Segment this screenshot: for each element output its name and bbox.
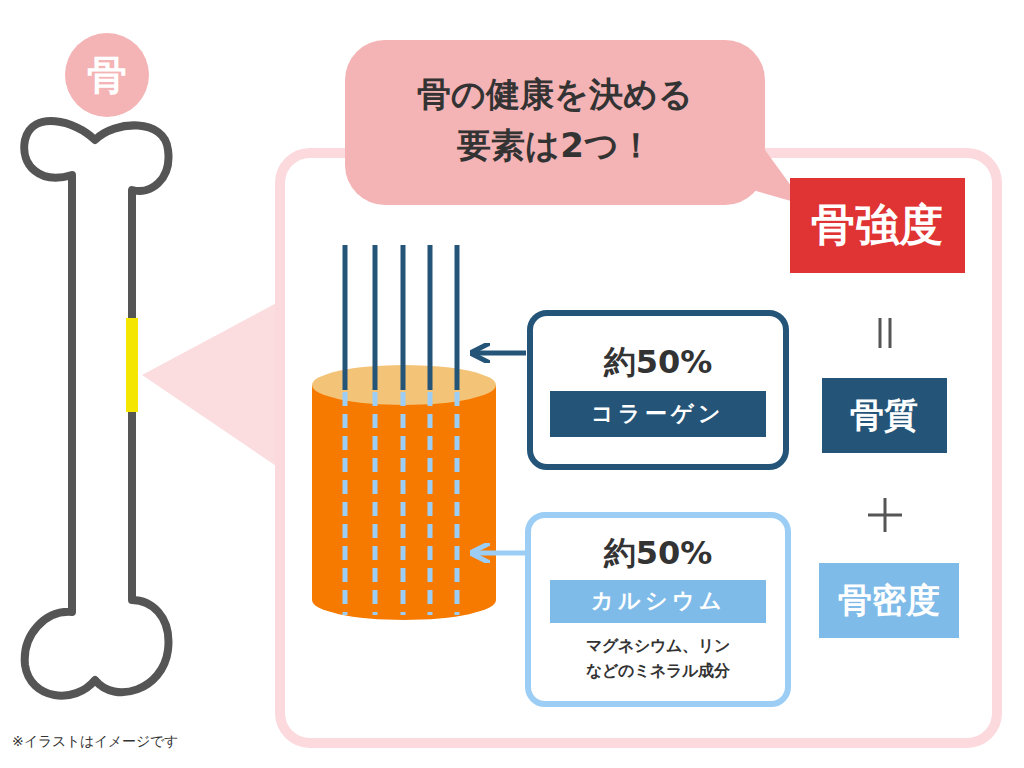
collagen-box: 約50% コラーゲン	[527, 310, 789, 470]
strength-box: 骨強度	[790, 178, 965, 273]
mineral-fibre	[428, 392, 433, 615]
box-text: 骨密度	[838, 580, 940, 621]
mineral-fibre	[373, 392, 378, 615]
bone-title: 骨	[72, 40, 142, 110]
box-text: 骨強度	[811, 199, 943, 252]
speech-heading: 骨の健康を決める 要素は2つ！	[365, 50, 745, 190]
collagen-fibre	[373, 245, 378, 390]
box-text: 約50%	[604, 343, 713, 381]
mineral-box: 約50% カルシウムマグネシウム、リン などのミネラル成分	[525, 512, 791, 707]
bone-cylinder	[312, 245, 496, 620]
leader-arrow	[474, 551, 526, 556]
box-text: 約50%	[604, 534, 713, 572]
speech-bubble	[345, 40, 765, 205]
panel-frame	[280, 153, 997, 743]
bone-outline	[24, 121, 168, 696]
collagen-fibre	[455, 245, 460, 390]
box-text: マグネシウム、リン などのミネラル成分	[547, 633, 769, 684]
collagen-fibre	[401, 245, 406, 390]
collagen-fibre	[428, 245, 433, 390]
box-text: コラーゲン	[550, 391, 766, 437]
box-text: 骨の健康を決める 要素は2つ！	[390, 69, 720, 171]
box-text: 骨	[87, 51, 127, 99]
collagen-fibre	[343, 245, 348, 390]
mineral-fibre	[401, 392, 406, 615]
equals-symbol	[879, 318, 882, 348]
bone-highlight	[126, 318, 138, 412]
leader-arrow	[474, 351, 526, 356]
box-text: 骨質	[850, 395, 918, 436]
bone-circle	[65, 33, 149, 117]
density-box: 骨密度	[819, 563, 959, 638]
callout-wedge	[142, 300, 282, 470]
mineral-fibre	[343, 392, 348, 615]
mineral-fibre	[455, 392, 460, 615]
quality-box: 骨質	[822, 378, 947, 453]
plus-symbol	[884, 498, 887, 532]
box-text: カルシウム	[550, 580, 766, 622]
footnote: ※イラストはイメージです	[12, 733, 178, 751]
equals-symbol	[889, 318, 892, 348]
